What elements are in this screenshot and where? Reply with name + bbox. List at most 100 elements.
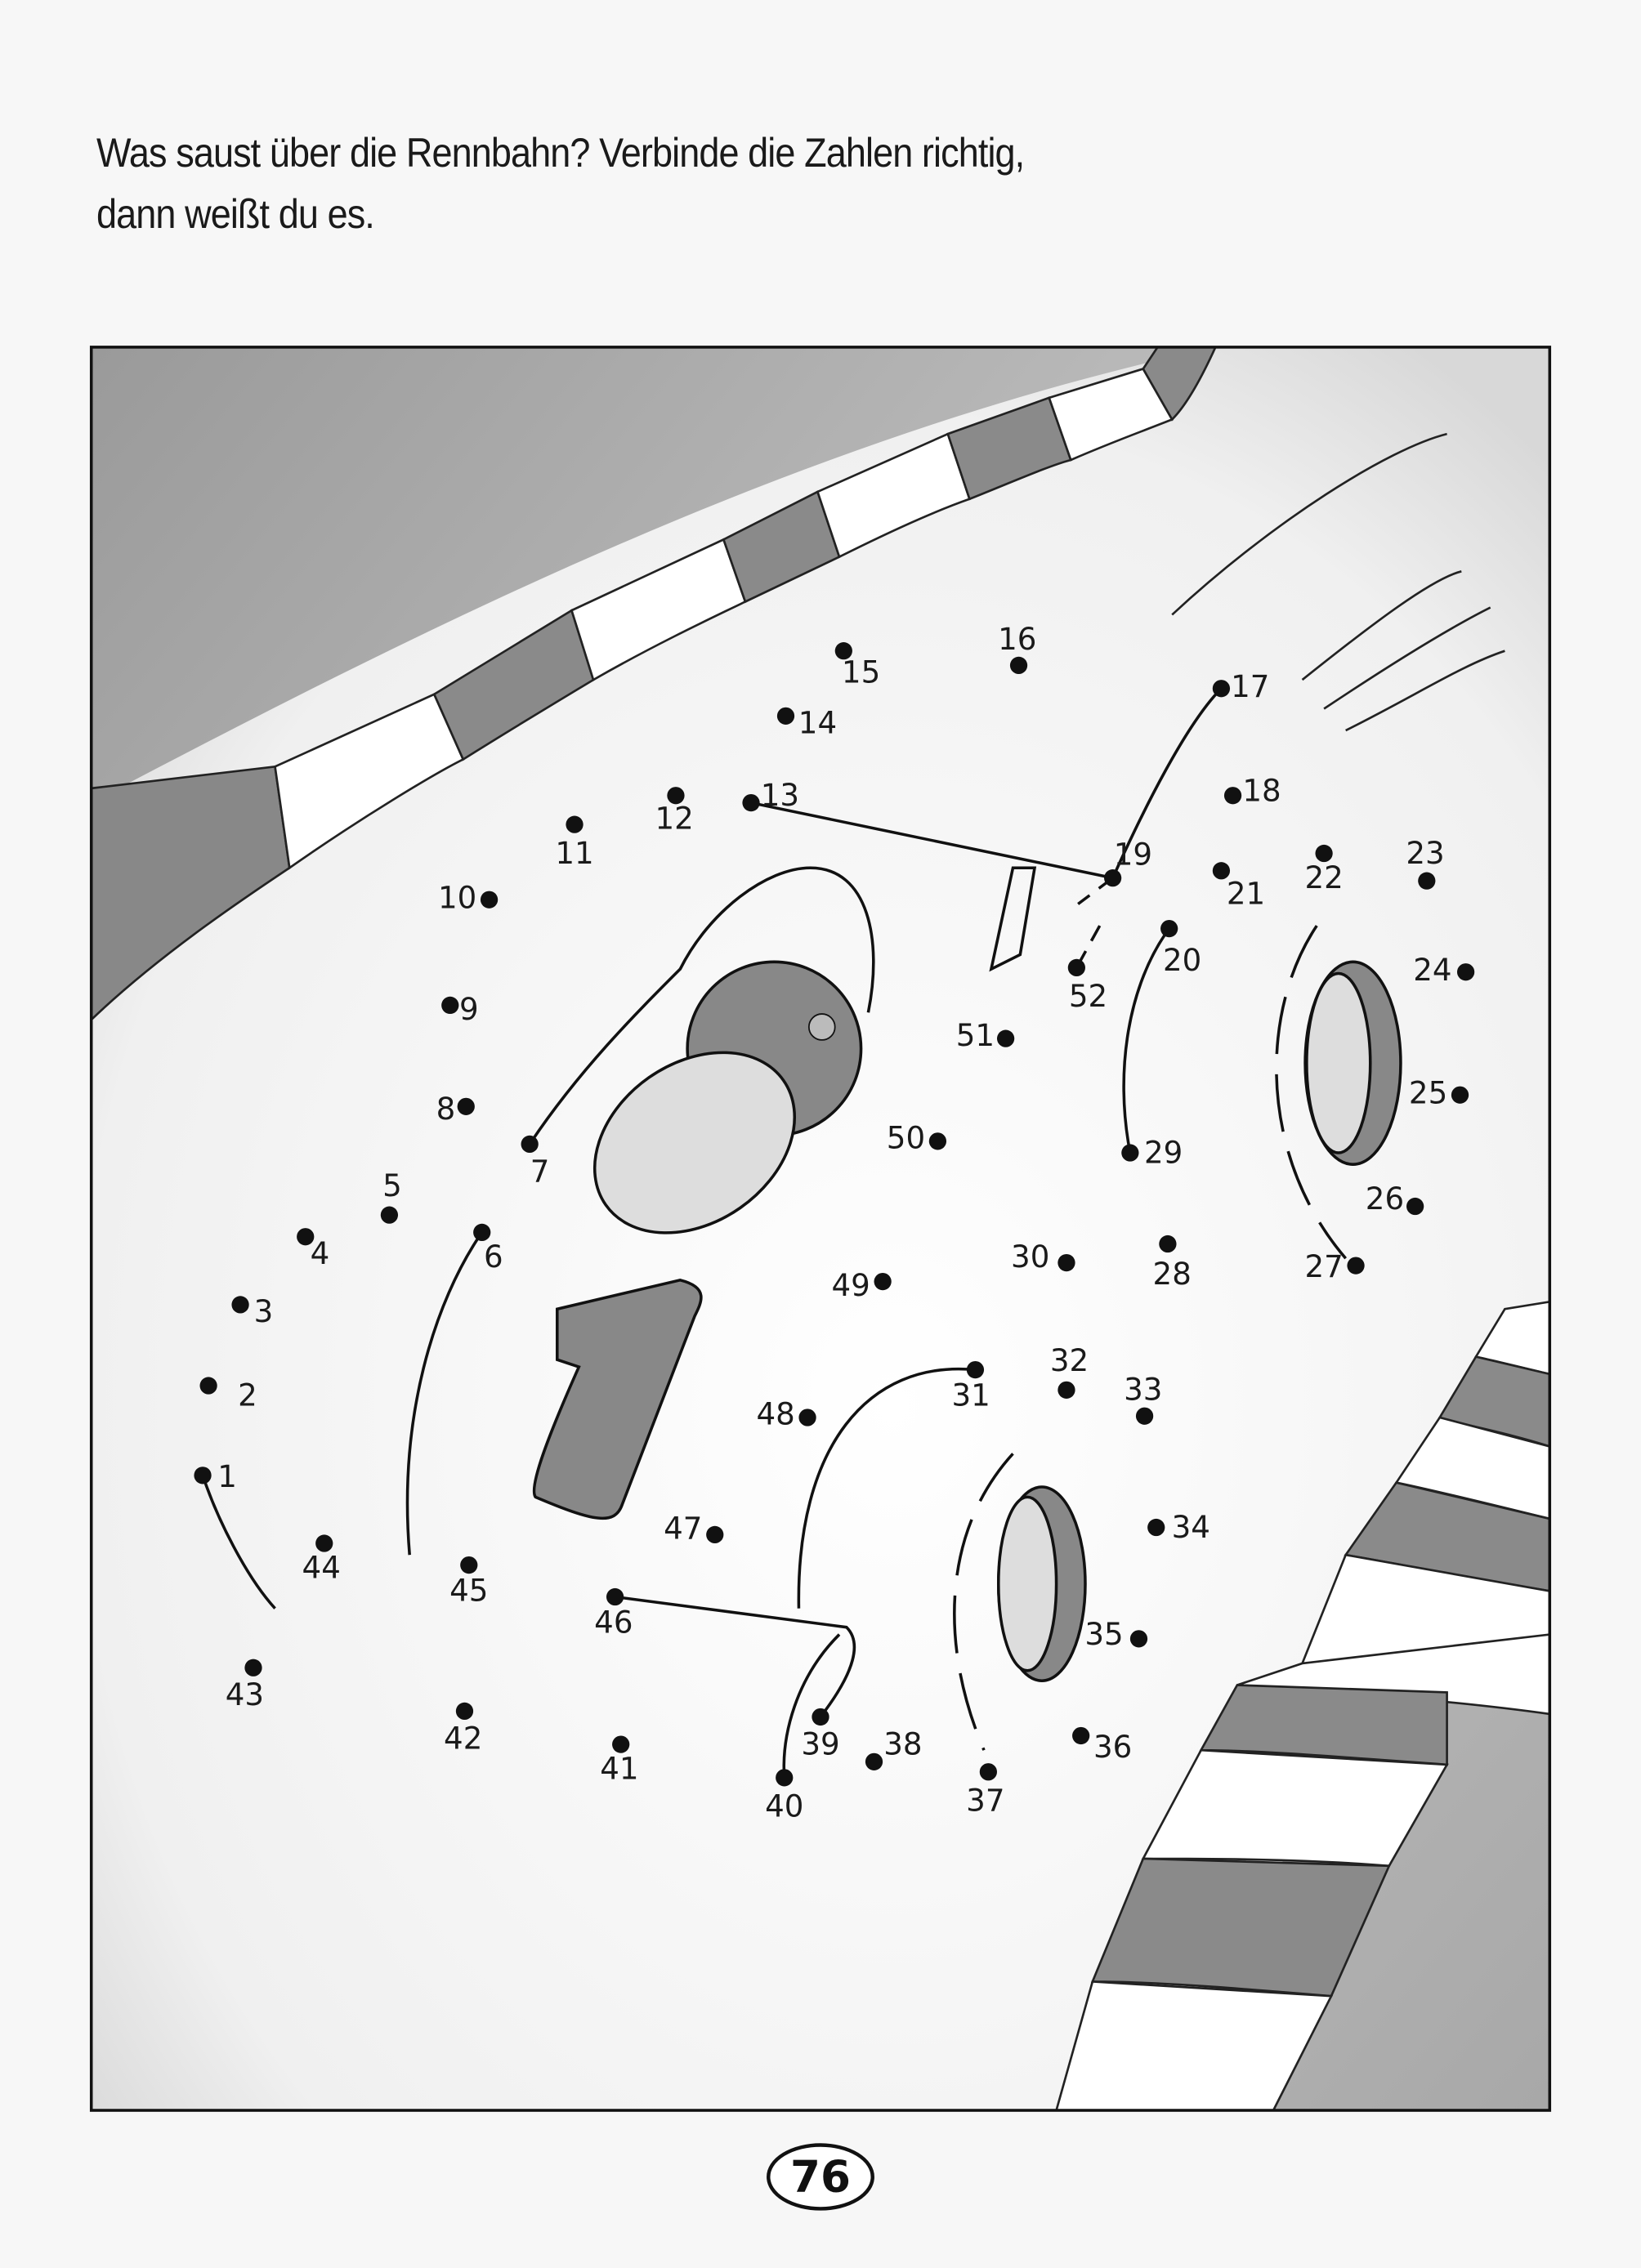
dot-11: 11: [555, 815, 594, 871]
dot-point: [776, 707, 795, 725]
dot-41: 41: [600, 1735, 639, 1786]
dot-number: 18: [1242, 773, 1281, 809]
dot-point: [194, 1467, 212, 1484]
dot-number: 37: [966, 1782, 1004, 1818]
dot-27: 27: [1304, 1248, 1365, 1284]
dot-number: 2: [238, 1377, 257, 1413]
dot-6: 6: [473, 1223, 503, 1275]
dot-45: 45: [449, 1556, 488, 1609]
dot-50: 50: [887, 1120, 947, 1156]
dot-point: [1315, 844, 1333, 863]
dot-number: 35: [1084, 1616, 1123, 1652]
dot-number: 16: [998, 621, 1036, 657]
dot-point: [776, 1769, 794, 1787]
dot-number: 4: [311, 1235, 330, 1271]
dot-49: 49: [832, 1267, 892, 1303]
instructions: Was saust über die Rennbahn? Verbinde di…: [96, 123, 1025, 245]
dot-16: 16: [998, 621, 1036, 675]
helmet: [592, 960, 863, 1234]
dot-43: 43: [226, 1659, 264, 1712]
car-outline: [201, 687, 1223, 1778]
dot-number: 6: [484, 1239, 503, 1275]
dot-22: 22: [1304, 844, 1344, 895]
dot-point: [1347, 1257, 1365, 1275]
dot-24: 24: [1413, 952, 1475, 988]
dot-39: 39: [801, 1708, 840, 1761]
dot-point: [812, 1708, 829, 1726]
dot-number: 17: [1231, 668, 1269, 704]
dot-number: 12: [655, 800, 694, 836]
dot-40: 40: [765, 1769, 803, 1824]
dot-point: [480, 891, 499, 909]
instruction-line-2: dann weißt du es.: [96, 191, 375, 237]
dot-number: 42: [444, 1720, 482, 1756]
dot-number: 8: [436, 1091, 456, 1127]
dot-point: [1223, 787, 1242, 805]
dot-17: 17: [1212, 668, 1269, 704]
wheels: [953, 925, 1402, 1751]
dot-5: 5: [380, 1167, 402, 1224]
dot-31: 31: [951, 1360, 990, 1413]
dot-2: 2: [199, 1377, 257, 1413]
dot-number: 32: [1050, 1342, 1089, 1378]
dot-point: [199, 1377, 217, 1395]
page-number: 76: [790, 2152, 851, 2203]
dot-20: 20: [1160, 919, 1201, 978]
dot-number: 19: [1114, 837, 1152, 873]
dot-point: [1072, 1726, 1090, 1745]
dot-21: 21: [1212, 862, 1265, 911]
dot-number: 3: [254, 1293, 274, 1329]
dot-number: 7: [530, 1153, 550, 1189]
dot-number: 22: [1304, 859, 1343, 895]
dot-number: 38: [883, 1726, 922, 1761]
dot-point: [979, 1763, 997, 1781]
dot-number: 51: [956, 1017, 995, 1053]
dot-52: 52: [1067, 958, 1107, 1014]
dot-point: [1057, 1253, 1075, 1272]
dot-number: 44: [302, 1549, 341, 1585]
dot-point: [798, 1409, 816, 1426]
dot-number: 43: [226, 1676, 264, 1712]
dot-point: [455, 1702, 474, 1721]
dot-number: 28: [1153, 1256, 1192, 1292]
dot-number: 25: [1409, 1075, 1447, 1111]
dot-point: [566, 815, 584, 833]
dot-number: 48: [756, 1396, 794, 1432]
dot-point: [460, 1556, 478, 1574]
dot-point: [742, 793, 760, 812]
dot-10: 10: [438, 880, 499, 916]
dot-number: 46: [594, 1605, 633, 1641]
dot-number: 52: [1069, 978, 1107, 1014]
dot-number: 40: [765, 1788, 803, 1824]
dot-number: 34: [1172, 1509, 1210, 1545]
dot-number: 29: [1144, 1134, 1183, 1170]
dot-number: 23: [1406, 835, 1444, 871]
dot-3: 3: [231, 1293, 273, 1329]
dot-number: 24: [1413, 952, 1451, 988]
dot-point: [1451, 1086, 1469, 1104]
dot-number: 39: [801, 1726, 839, 1761]
dot-point: [966, 1360, 985, 1379]
dot-point: [521, 1135, 539, 1154]
dot-23: 23: [1406, 835, 1445, 890]
dot-point: [834, 642, 852, 660]
dot-point: [473, 1223, 491, 1242]
dot-point: [380, 1206, 399, 1224]
dot-7: 7: [521, 1135, 550, 1189]
dot-point: [1160, 919, 1178, 938]
dot-47: 47: [664, 1511, 724, 1547]
dot-point: [1135, 1407, 1154, 1425]
dot-number: 13: [761, 777, 799, 813]
dot-point: [1009, 656, 1028, 675]
dot-point: [1121, 1144, 1139, 1162]
dot-point: [865, 1752, 883, 1770]
dot-point: [1129, 1630, 1148, 1648]
dot-point: [1418, 872, 1436, 890]
dot-point: [1456, 963, 1475, 981]
dot-point: [667, 787, 685, 805]
dot-36: 36: [1072, 1726, 1132, 1765]
dot-point: [612, 1735, 630, 1753]
curb-bottom: [1055, 1301, 1550, 2111]
dot-29: 29: [1121, 1134, 1183, 1170]
